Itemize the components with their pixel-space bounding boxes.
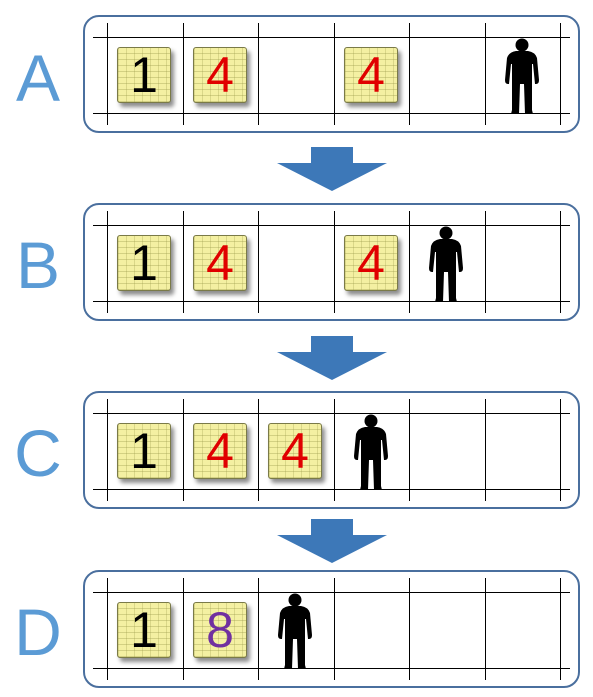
person-silhouette-icon [351, 414, 391, 490]
grid-line-horizontal [93, 413, 570, 414]
number-tile: 1 [117, 47, 171, 103]
grid-line-horizontal [93, 668, 570, 669]
grid-line-vertical [334, 211, 335, 313]
grid-line-vertical [485, 578, 486, 680]
row-letter-a: A [15, 41, 61, 115]
grid-line-vertical [334, 23, 335, 125]
grid-line-vertical [334, 578, 335, 680]
grid-line-vertical [183, 211, 184, 313]
down-arrow-icon [277, 147, 387, 191]
grid-line-horizontal [93, 113, 570, 114]
grid-line-vertical [409, 211, 410, 313]
grid-line-vertical [258, 578, 259, 680]
down-arrow-icon [277, 519, 387, 563]
grid-line-horizontal [93, 489, 570, 490]
grid-line-vertical [183, 578, 184, 680]
grid-line-vertical [258, 399, 259, 501]
grid-line-vertical [258, 23, 259, 125]
grid-line-horizontal [93, 225, 570, 226]
person-silhouette-icon [502, 38, 542, 114]
grid-line-vertical [560, 578, 561, 680]
grid-line-vertical [107, 578, 108, 680]
grid-line-vertical [560, 399, 561, 501]
number-tile: 4 [193, 47, 247, 103]
grid-line-vertical [485, 211, 486, 313]
grid-line-vertical [409, 23, 410, 125]
grid-line-horizontal [93, 592, 570, 593]
number-tile: 1 [117, 235, 171, 291]
grid-line-vertical [409, 399, 410, 501]
number-tile: 4 [193, 235, 247, 291]
number-tile: 4 [193, 423, 247, 479]
row-letter-b: B [15, 228, 61, 302]
number-tile: 1 [117, 602, 171, 658]
number-tile: 4 [344, 235, 398, 291]
number-tile: 4 [268, 423, 322, 479]
number-tile: 8 [193, 602, 247, 658]
person-silhouette-icon [275, 593, 315, 669]
grid-line-vertical [485, 23, 486, 125]
person-silhouette-icon [426, 226, 466, 302]
down-arrow-icon [277, 336, 387, 380]
grid-line-vertical [107, 399, 108, 501]
number-tile: 1 [117, 423, 171, 479]
grid-line-vertical [183, 399, 184, 501]
grid-line-vertical [107, 211, 108, 313]
grid-line-vertical [258, 211, 259, 313]
grid-line-vertical [107, 23, 108, 125]
row-letter-c: C [14, 416, 62, 490]
number-tile: 4 [344, 47, 398, 103]
row-letter-d: D [14, 595, 62, 669]
grid-line-vertical [409, 578, 410, 680]
grid-line-horizontal [93, 37, 570, 38]
grid-line-vertical [334, 399, 335, 501]
grid-line-vertical [183, 23, 184, 125]
grid-line-horizontal [93, 301, 570, 302]
grid-line-vertical [560, 23, 561, 125]
grid-line-vertical [485, 399, 486, 501]
grid-line-vertical [560, 211, 561, 313]
